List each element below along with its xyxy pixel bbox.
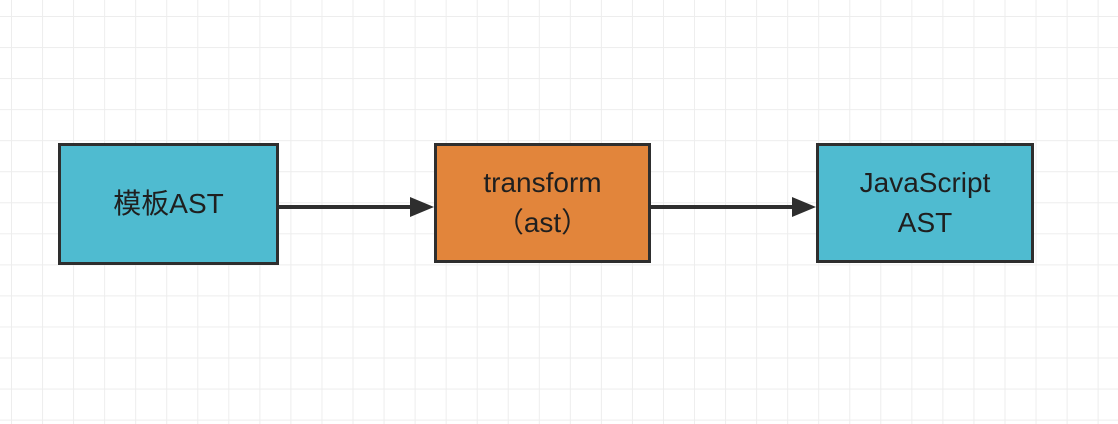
node-label: transform （ast） <box>483 167 602 238</box>
edge-line <box>279 205 410 209</box>
diagram-node-javascript-ast[interactable]: JavaScript AST <box>816 143 1034 263</box>
node-label: JavaScript AST <box>859 167 991 238</box>
arrowhead-icon <box>410 197 434 217</box>
node-label: 模板AST <box>113 188 224 219</box>
edge-line <box>651 205 792 209</box>
diagram-node-transform[interactable]: transform （ast） <box>434 143 651 263</box>
arrowhead-icon <box>792 197 816 217</box>
diagram-node-template-ast[interactable]: 模板AST <box>58 143 279 265</box>
